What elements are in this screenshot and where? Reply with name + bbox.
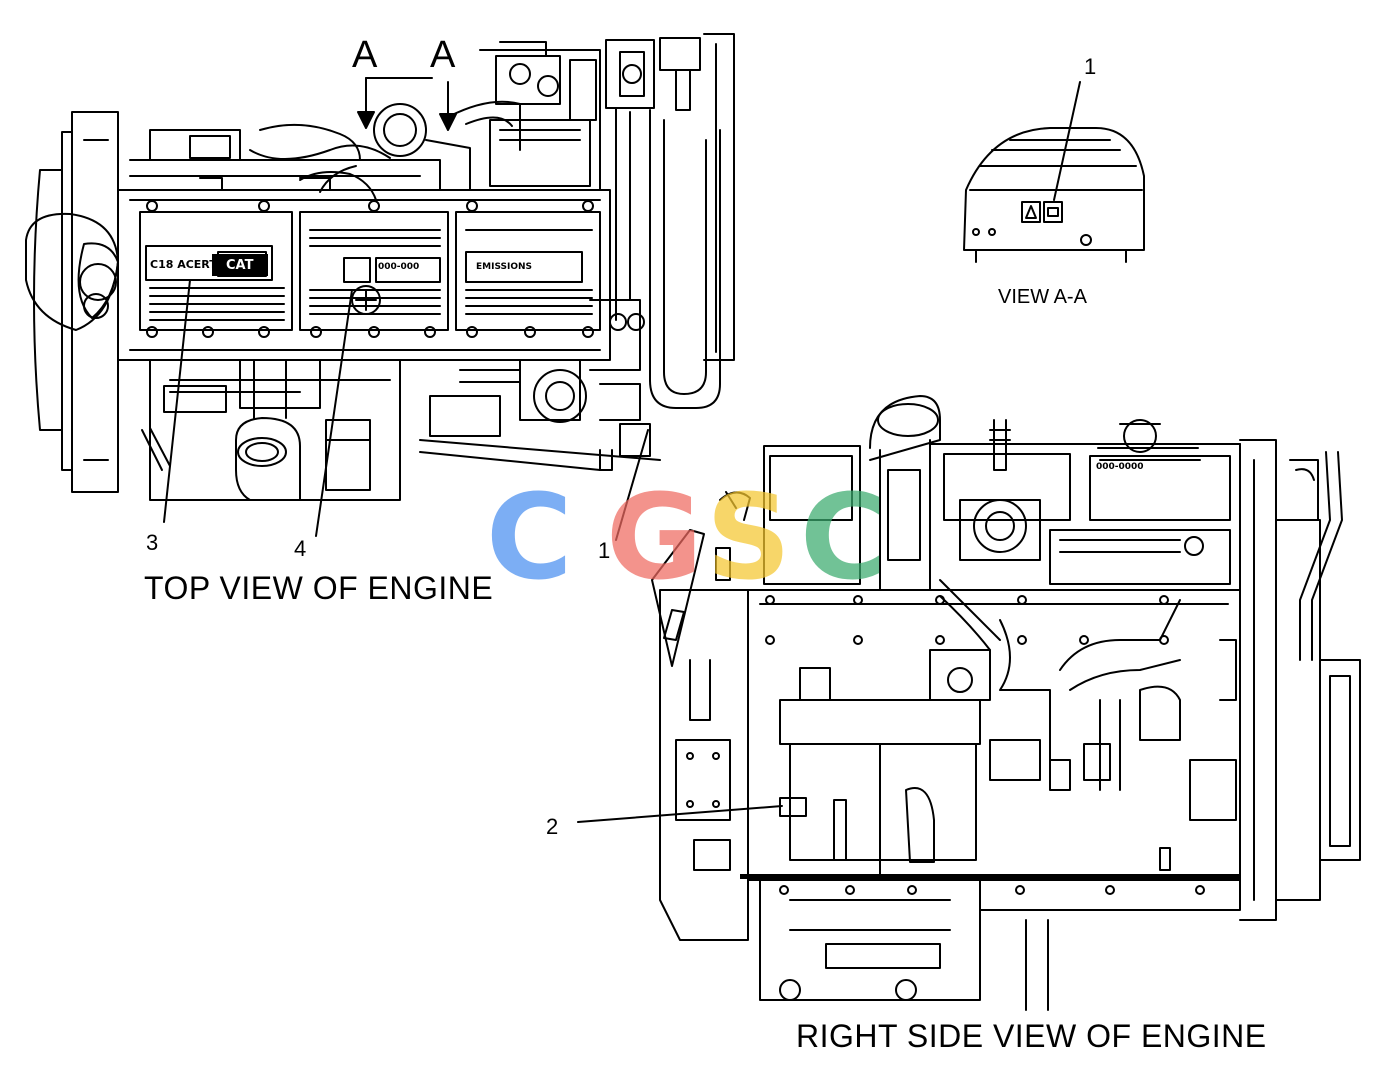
plate-cat-logo: CAT: [226, 258, 254, 273]
leader-4: [315, 289, 353, 537]
section-view-aa: [963, 81, 1145, 263]
callout-2: 2: [546, 814, 559, 839]
callout-1-section: 1: [1084, 54, 1097, 79]
plate-small-a: 000-000: [378, 262, 420, 272]
callout-4: 4: [294, 536, 307, 561]
leader-1-section: [1053, 81, 1081, 201]
plate-small-b: 000-0000: [1096, 462, 1144, 472]
right-side-view-title: RIGHT SIDE VIEW OF ENGINE: [796, 1018, 1267, 1054]
watermark-letter-c2: C: [800, 468, 887, 606]
section-view-title: VIEW A-A: [998, 286, 1087, 308]
top-view-title: TOP VIEW OF ENGINE: [144, 570, 494, 606]
leader-2: [577, 805, 783, 823]
plate-emissions: EMISSIONS: [476, 262, 533, 272]
leader-3: [163, 279, 191, 523]
watermark-letter-c1: C: [486, 468, 573, 606]
section-marker-right: A: [430, 34, 456, 76]
right-side-view-engine: [577, 395, 1361, 1011]
watermark-letter-s: S: [706, 468, 791, 606]
cat-logo-block: [212, 254, 268, 276]
callout-1-side: 1: [598, 538, 611, 563]
section-cut-line: [357, 77, 457, 131]
top-view-engine: [25, 33, 735, 501]
section-marker-left: A: [352, 34, 378, 76]
leader-1-side: [615, 429, 649, 541]
callout-3: 3: [146, 530, 159, 555]
watermark-letter-g: G: [606, 468, 703, 606]
plate-model: C18 ACERT: [150, 258, 217, 271]
